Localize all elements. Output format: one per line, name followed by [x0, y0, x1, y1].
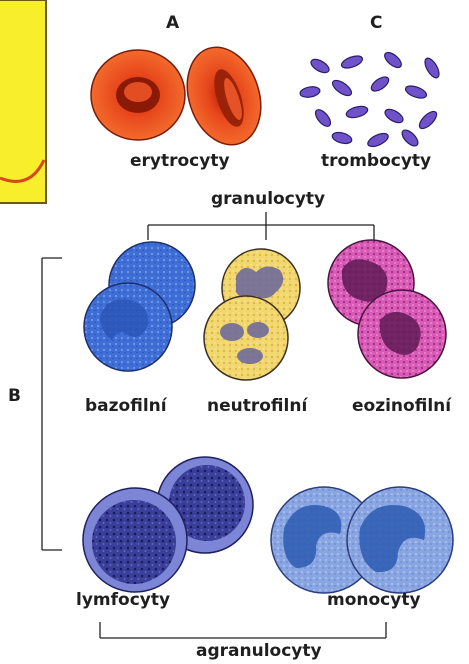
label-letter-a: A — [166, 13, 179, 33]
b-bracket — [42, 258, 62, 550]
label-agranulocytes: agranulocyty — [196, 641, 322, 661]
label-basophils: bazofilní — [85, 396, 167, 416]
erythrocyte-cells — [91, 38, 273, 155]
yellow-side-panel — [0, 0, 46, 203]
lymphocyte-cells — [83, 457, 253, 592]
eosinophil-cells — [328, 240, 446, 378]
label-neutrophils: neutrofilní — [207, 396, 307, 416]
label-letter-c: C — [370, 13, 382, 33]
monocyte-cells — [271, 487, 453, 593]
thrombocyte-cells — [299, 50, 442, 149]
label-letter-b: B — [8, 386, 21, 406]
neutrophil-cells — [204, 249, 300, 380]
label-lymphocytes: lymfocyty — [76, 590, 170, 610]
label-thrombocytes: trombocyty — [321, 151, 431, 171]
label-eosinophils: eozinofilní — [352, 396, 451, 416]
label-monocytes: monocyty — [327, 590, 421, 610]
label-granulocytes: granulocyty — [211, 189, 325, 209]
basophil-cells — [84, 242, 195, 371]
granulocytes-bracket — [148, 212, 374, 240]
label-erythrocytes: erytrocyty — [130, 151, 230, 171]
agranulocytes-bracket — [100, 622, 386, 638]
